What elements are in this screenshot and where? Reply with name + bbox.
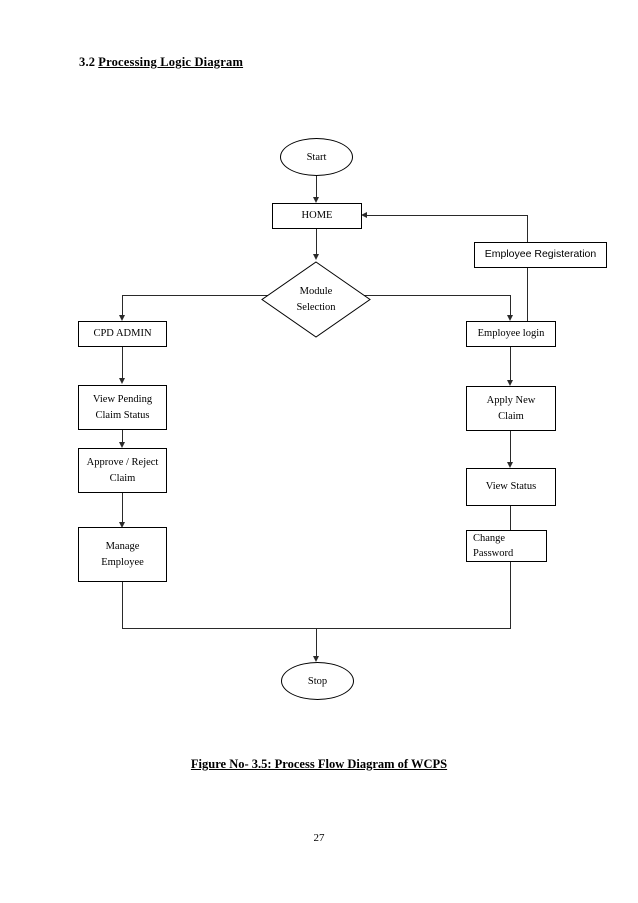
- connector-start-to-home: [316, 176, 317, 198]
- connector-approve-to-manage: [122, 493, 123, 523]
- node-approve-reject-claim-label-line2: Claim: [109, 472, 136, 484]
- arrowhead-apply-top: [507, 380, 513, 386]
- connector-registeration-up: [527, 215, 528, 345]
- page-number: 27: [0, 832, 638, 844]
- section-title: Processing Logic Diagram: [98, 55, 244, 69]
- figure-caption-text: Figure No- 3.5: Process Flow Diagram of …: [190, 757, 448, 771]
- arrowhead-home-right: [361, 212, 367, 218]
- arrowhead-approve-top: [119, 442, 125, 448]
- connector-home-to-module: [316, 228, 317, 255]
- node-view-pending-claim-status-label-line2: Claim Status: [95, 409, 150, 421]
- connector-apply-to-view-status: [510, 430, 511, 463]
- arrowhead-cpd-admin-top: [119, 315, 125, 321]
- arrowhead-stop-top: [313, 656, 319, 662]
- arrowhead-view-status-top: [507, 462, 513, 468]
- connector-module-left-down: [122, 295, 123, 316]
- node-apply-new-claim[interactable]: Apply New Claim: [466, 386, 556, 431]
- figure-caption: Figure No- 3.5: Process Flow Diagram of …: [0, 757, 638, 772]
- node-manage-employee-label-line1: Manage: [105, 541, 140, 553]
- node-change-password-label-line1: Change: [473, 532, 506, 544]
- node-change-password-label-line2: Password: [473, 548, 514, 559]
- node-view-status-label: View Status: [485, 481, 537, 493]
- decision-diamond-shape: [261, 261, 371, 338]
- node-start[interactable]: Start: [280, 138, 353, 176]
- connector-module-right: [361, 295, 511, 296]
- connector-module-left: [122, 295, 271, 296]
- arrowhead-employee-login-top: [507, 315, 513, 321]
- node-employee-registeration[interactable]: Employee Registeration: [474, 242, 607, 268]
- node-employee-login[interactable]: Employee login: [466, 321, 556, 347]
- node-manage-employee-label-line2: Employee: [101, 556, 144, 568]
- node-employee-login-label: Employee login: [477, 328, 545, 340]
- connector-view-status-to-change-password: [510, 506, 511, 530]
- connector-change-password-down: [510, 562, 511, 628]
- node-employee-registeration-label: Employee Registeration: [484, 248, 597, 261]
- node-home[interactable]: HOME: [272, 203, 362, 229]
- node-cpd-admin[interactable]: CPD ADMIN: [78, 321, 167, 347]
- connector-merge-to-stop: [316, 628, 317, 657]
- node-approve-reject-claim-label-line1: Approve / Reject: [86, 457, 159, 469]
- node-module-selection-label-line2: Selection: [296, 301, 336, 313]
- node-module-selection-label-line1: Module: [299, 285, 333, 297]
- node-change-password[interactable]: Change Password: [466, 530, 547, 562]
- node-view-pending-claim-status-label-line1: View Pending: [92, 394, 153, 406]
- node-home-label: HOME: [301, 210, 333, 222]
- node-stop-label: Stop: [307, 675, 328, 687]
- node-view-status[interactable]: View Status: [466, 468, 556, 506]
- connector-login-to-apply: [510, 346, 511, 381]
- node-apply-new-claim-label-line1: Apply New: [486, 395, 536, 407]
- page-number-text: 27: [313, 832, 325, 844]
- node-manage-employee[interactable]: Manage Employee: [78, 527, 167, 582]
- section-number: 3.2: [79, 55, 96, 69]
- node-approve-reject-claim[interactable]: Approve / Reject Claim: [78, 448, 167, 493]
- connector-manage-down: [122, 582, 123, 628]
- node-view-pending-claim-status[interactable]: View Pending Claim Status: [78, 385, 167, 430]
- node-cpd-admin-label: CPD ADMIN: [93, 328, 152, 340]
- arrowhead-module-top: [313, 254, 319, 260]
- node-apply-new-claim-label-line2: Claim: [498, 410, 524, 422]
- arrowhead-home-top: [313, 197, 319, 203]
- connector-view-pending-to-approve: [122, 429, 123, 443]
- connector-cpd-to-view-pending: [122, 346, 123, 379]
- node-module-selection-label: Module Selection: [261, 261, 371, 338]
- node-module-selection[interactable]: Module Selection: [261, 261, 371, 338]
- node-stop[interactable]: Stop: [281, 662, 354, 700]
- node-start-label: Start: [306, 151, 327, 163]
- arrowhead-manage-top: [119, 522, 125, 528]
- connector-module-right-down: [510, 295, 511, 316]
- arrowhead-view-pending-top: [119, 378, 125, 384]
- connector-registeration-to-home: [366, 215, 528, 216]
